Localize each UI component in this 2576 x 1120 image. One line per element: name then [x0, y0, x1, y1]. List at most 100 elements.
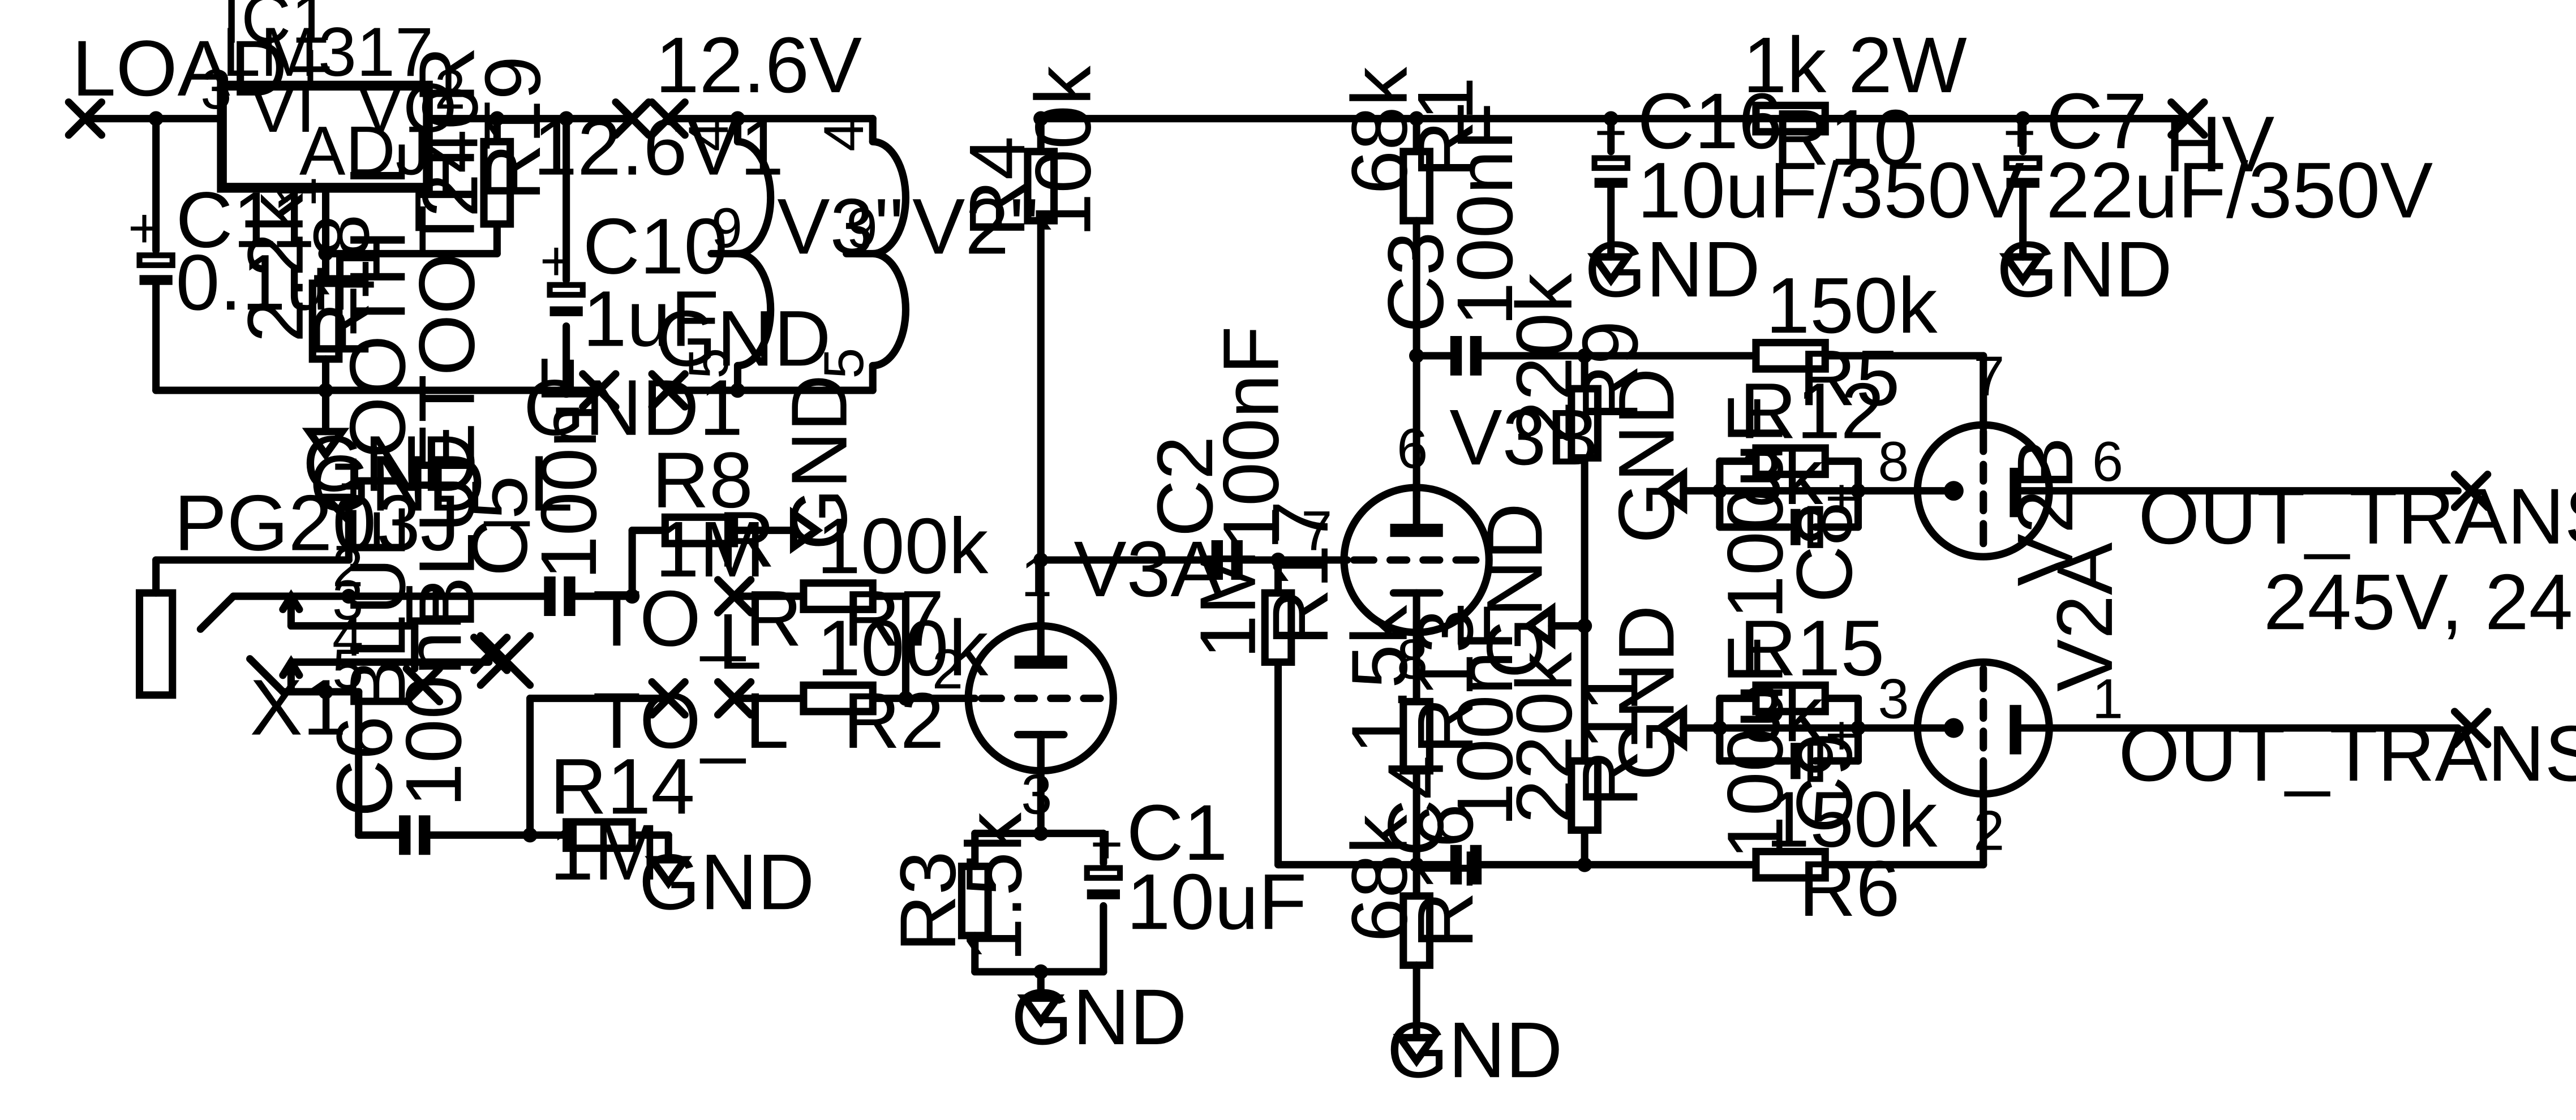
- label-r6-val: 150k: [1766, 775, 1938, 864]
- resistor-r4: [1024, 148, 1058, 225]
- label-c3-val: 100nF: [1440, 102, 1529, 326]
- audio-jack: [135, 589, 303, 699]
- label-c11-val: 0.1uF: [176, 238, 378, 326]
- label-c7-val: 22uF/350V: [2046, 145, 2433, 234]
- label-r18: R18: [297, 214, 385, 359]
- resistor-r13: [1399, 697, 1433, 775]
- label-r12-val: 3k: [1740, 432, 1824, 521]
- label-c16-val: 10uF/350V: [1637, 145, 2024, 234]
- plus-c9: +: [1825, 704, 1858, 766]
- label-r12: R12: [1740, 367, 1884, 455]
- label-hv: HV: [2165, 100, 2274, 188]
- label-gnd-reg: GND: [303, 419, 479, 508]
- resistor-r15: [1752, 681, 1829, 716]
- pin-num: 7: [1973, 344, 2004, 407]
- junctions: [148, 111, 2030, 980]
- label-r19-val: 240: [405, 85, 494, 217]
- capacitor-c16: [1591, 155, 1630, 188]
- resistor-r5: [1752, 339, 1829, 373]
- pin-num: 8: [1878, 430, 1909, 493]
- label-v3b: V3B: [1449, 393, 1599, 481]
- label-to-l: TO_L: [593, 676, 789, 765]
- label-r2-val: 100k: [817, 604, 989, 692]
- pin-num: 5: [677, 348, 740, 379]
- label-r10-val: 1k 2W: [1743, 20, 1967, 109]
- label-r17-val: 1M: [1183, 549, 1272, 659]
- wires: [81, 115, 2462, 1041]
- label-gnd-r14: GND: [639, 837, 815, 926]
- pin-num: 4: [332, 605, 363, 667]
- label-out-transformer: OUT_TRANSFORMER: [2138, 472, 2576, 561]
- pin-num: 9: [711, 196, 742, 259]
- resistor-r19: [480, 137, 514, 228]
- label-r4-val: 100k: [1019, 65, 1107, 237]
- label-c9: C9: [1780, 733, 1869, 834]
- label-r15-val: 3k: [1740, 669, 1824, 758]
- label-gnd-c16: GND: [1585, 225, 1761, 313]
- plus-c1: +: [1090, 812, 1123, 875]
- label-gnd-heater: GND: [655, 294, 831, 382]
- resistor-r6: [1752, 847, 1829, 882]
- plus-c7: +: [2003, 101, 2036, 163]
- label-r13: R13: [1401, 609, 1489, 754]
- label-v2pp: V2'': [912, 182, 1039, 270]
- label-r19: R19: [468, 56, 557, 201]
- label-r4: R4: [952, 136, 1041, 238]
- pin-num: 3: [200, 58, 231, 120]
- label-r15: R15: [1740, 604, 1884, 692]
- tube-v3b: [1340, 484, 1493, 636]
- label-bluetooth-l: BLUETOOTH_L: [333, 142, 422, 712]
- tube-v2a: [1913, 658, 2053, 798]
- label-pg203j: PG203J: [174, 479, 460, 567]
- label-c10: C10: [583, 201, 728, 290]
- capacitor-c10: [547, 282, 586, 317]
- label-lm317: LM317: [222, 13, 433, 91]
- label-r10: R10: [1772, 93, 1917, 182]
- heaters: [733, 137, 910, 369]
- label-x1: X1: [250, 663, 347, 752]
- label-r6: R6: [1799, 844, 1900, 933]
- label-v3a: V3A: [1074, 524, 1223, 613]
- resistor-r11: [1568, 757, 1602, 834]
- label-12-6v: 12.6V: [655, 20, 862, 109]
- label-vi: VI: [250, 69, 316, 147]
- label-r9: R9: [1565, 321, 1654, 422]
- label-c16: C16: [1637, 76, 1782, 165]
- resistor-r17: [1261, 589, 1295, 666]
- terminal-crosses: [65, 98, 2492, 748]
- pin-num: 1: [2092, 667, 2123, 730]
- label-r7-val: 100k: [817, 501, 989, 590]
- label-ic1: IC1: [222, 0, 329, 58]
- pin-num: 3: [1878, 667, 1909, 730]
- label-v2b: V2B: [2000, 437, 2089, 586]
- label-r8: R8: [652, 436, 753, 524]
- label-c3: C3: [1371, 232, 1460, 333]
- lm317-regulator: [217, 80, 433, 193]
- label-r14: R14: [550, 742, 695, 830]
- label-r9-val: 220k: [1500, 273, 1588, 445]
- label-c1: C1: [1127, 788, 1228, 877]
- capacitor-c1: [1084, 865, 1123, 899]
- label-gnd-v3a: GND: [1011, 972, 1187, 1061]
- resistor-r12: [1752, 444, 1829, 479]
- label-c7: C7: [2046, 76, 2147, 165]
- label-r8-val: 1M: [655, 505, 765, 593]
- resistor-r18: [308, 279, 343, 363]
- label-bluetooth-r: BLUETOOTH_R: [402, 46, 491, 629]
- label-l-in: L: [718, 597, 762, 686]
- label-r7: R7: [843, 574, 944, 662]
- pin-num: 9: [847, 196, 878, 259]
- label-load-plus: LOAD+: [72, 24, 333, 113]
- label-v2a: V2A: [2040, 542, 2129, 692]
- label-c8-val: 100uF: [1711, 395, 1800, 619]
- label-to-r: TO_R: [593, 574, 802, 662]
- labels: IC1 LM317 VI VO ADJ LOAD+ 12.6V 12.6V1 G…: [72, 0, 2576, 1094]
- label-r13-val: 1.5k: [1335, 604, 1424, 754]
- resistor-r3: [958, 863, 992, 940]
- pin-num: 7: [1301, 499, 1332, 562]
- pin-num: 4: [677, 120, 740, 152]
- label-c2-val: 100nF: [1207, 326, 1295, 550]
- label-gnd1: GND1: [523, 363, 743, 452]
- label-gnd-v3b: GND: [1387, 1005, 1563, 1094]
